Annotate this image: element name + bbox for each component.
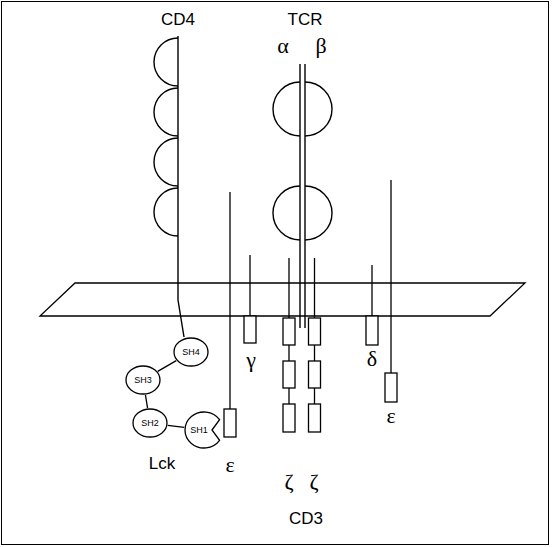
domain-linker bbox=[145, 395, 147, 408]
cd3-chains bbox=[224, 180, 397, 437]
chain-label: ζ bbox=[284, 471, 293, 493]
chain-label: ε bbox=[225, 454, 234, 476]
domain-label: SH1 bbox=[190, 426, 208, 435]
sh-domain: SH2 bbox=[132, 408, 168, 438]
molecule-label: TCR bbox=[288, 11, 323, 28]
chain-label: α bbox=[277, 35, 289, 57]
chain-label: δ bbox=[367, 348, 377, 370]
domain-label: SH4 bbox=[182, 348, 200, 357]
tcr-molecule bbox=[273, 64, 332, 328]
chain-label: β bbox=[315, 35, 326, 57]
molecule-label: Lck bbox=[149, 455, 175, 472]
domain-label: SH2 bbox=[141, 419, 159, 428]
membrane bbox=[40, 283, 525, 316]
chain-label: ε bbox=[386, 405, 395, 427]
chain-label: γ bbox=[246, 349, 256, 371]
sh-domain: SH1 bbox=[184, 411, 224, 449]
domain-linker bbox=[168, 425, 184, 427]
sh-domain: SH4 bbox=[173, 337, 209, 367]
domain-label: SH3 bbox=[134, 376, 152, 385]
cd4-molecule bbox=[154, 36, 184, 337]
sh-domain: SH3 bbox=[125, 365, 161, 395]
chain-label: ζ bbox=[309, 471, 318, 493]
domain-linker bbox=[158, 361, 177, 372]
molecule-label: CD4 bbox=[161, 11, 195, 28]
molecule-label: CD3 bbox=[289, 510, 323, 527]
